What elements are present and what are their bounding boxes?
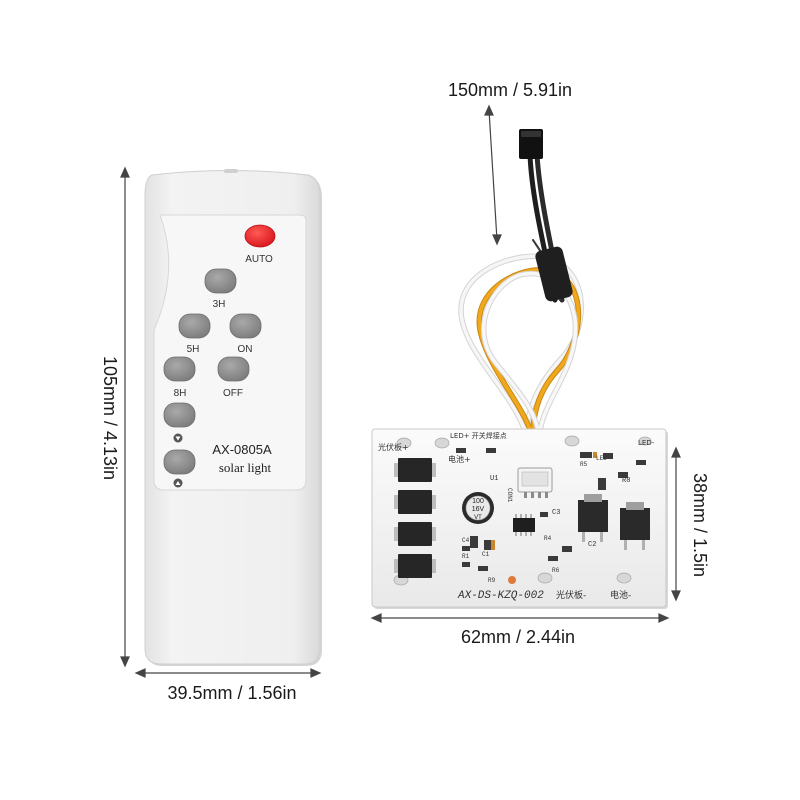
- pcb-board: 100 16V VT: [371, 428, 668, 609]
- down-button[interactable]: [163, 402, 196, 428]
- svg-text:R6: R6: [552, 567, 560, 574]
- svg-text:光伏板+: 光伏板+: [378, 442, 409, 452]
- remote-control: AUTO 3H 5H ON 8H OFF AX-0805A solar ligh…: [144, 169, 322, 666]
- remote-height-label: 105mm / 4.13in: [100, 356, 120, 480]
- svg-text:R5: R5: [580, 461, 588, 468]
- svg-text:CON1: CON1: [506, 488, 513, 503]
- svg-text:U1: U1: [490, 475, 498, 483]
- ic-chip: [513, 518, 535, 532]
- svg-text:VT: VT: [474, 515, 482, 521]
- 5h-label: 5H: [187, 344, 200, 355]
- svg-text:LED-: LED-: [638, 439, 655, 447]
- dimension-lines: [120, 104, 681, 678]
- auto-button[interactable]: [244, 224, 276, 248]
- remote-subtitle: solar light: [219, 460, 272, 475]
- board-width-label: 62mm / 2.44in: [461, 627, 575, 647]
- svg-text:C3: C3: [552, 509, 560, 517]
- 3h-button[interactable]: [204, 268, 237, 294]
- svg-text:LED: LED: [596, 455, 607, 462]
- mosfet-2: [620, 502, 650, 550]
- svg-text:光伏板-: 光伏板-: [556, 589, 586, 601]
- remote-width-label: 39.5mm / 1.56in: [167, 683, 296, 703]
- off-label: OFF: [223, 388, 243, 399]
- wire-harness: [458, 129, 584, 443]
- svg-text:R4: R4: [544, 535, 552, 542]
- mosfet-1: [578, 494, 608, 542]
- diode-1: [398, 458, 432, 482]
- svg-text:R1: R1: [462, 553, 470, 560]
- on-button[interactable]: [229, 313, 262, 339]
- up-button[interactable]: [163, 449, 196, 475]
- svg-text:16V: 16V: [472, 506, 485, 513]
- svg-text:LED+ 开关焊接点: LED+ 开关焊接点: [450, 431, 507, 440]
- svg-text:C4: C4: [462, 537, 470, 544]
- cable-length-label: 150mm / 5.91in: [448, 80, 572, 100]
- on-label: ON: [238, 344, 253, 355]
- 5h-button[interactable]: [178, 313, 211, 339]
- diode-3: [398, 522, 432, 546]
- remote-model: AX-0805A: [212, 442, 272, 457]
- board-model-label: AX-DS-KZQ-002: [457, 590, 544, 602]
- svg-text:R9: R9: [488, 577, 496, 584]
- auto-label: AUTO: [245, 254, 273, 265]
- svg-text:电池-: 电池-: [610, 589, 631, 601]
- 8h-label: 8H: [174, 388, 187, 399]
- svg-text:R8: R8: [622, 477, 630, 485]
- svg-text:C1: C1: [482, 551, 490, 558]
- diode-4: [398, 554, 432, 578]
- svg-text:100: 100: [472, 498, 484, 505]
- off-button[interactable]: [217, 356, 250, 382]
- 3h-label: 3H: [213, 299, 226, 310]
- diode-2: [398, 490, 432, 514]
- board-height-label: 38mm / 1.5in: [690, 473, 710, 577]
- svg-text:电池+: 电池+: [448, 454, 471, 464]
- svg-text:C2: C2: [588, 541, 596, 549]
- 8h-button[interactable]: [163, 356, 196, 382]
